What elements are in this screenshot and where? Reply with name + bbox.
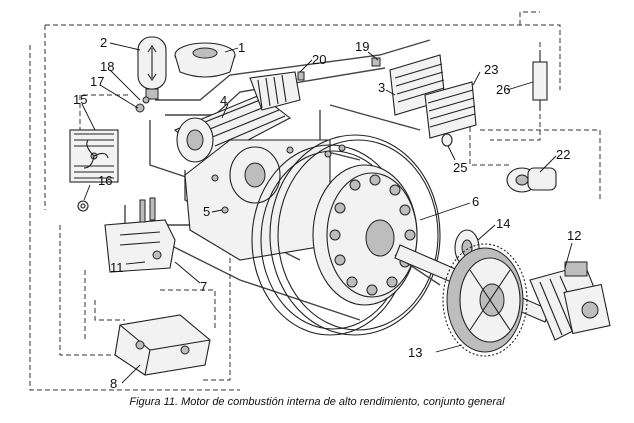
leader-lines [81, 42, 573, 384]
engine-block [184, 139, 331, 261]
sensor-ring [77, 200, 89, 212]
gear-wheel [442, 243, 528, 357]
callout-13: 13 [408, 345, 422, 360]
callout-18: 18 [100, 59, 114, 74]
fittings [135, 57, 381, 158]
callout-1: 1 [238, 40, 245, 55]
auxiliary-motor [173, 71, 301, 163]
control-box [114, 314, 211, 376]
turbo-unit [506, 167, 557, 193]
fuel-block [104, 197, 176, 273]
electric-motor [529, 261, 611, 341]
callout-2: 2 [100, 35, 107, 50]
callout-12: 12 [567, 228, 581, 243]
seal-ring [441, 133, 453, 147]
radiator-fan [69, 129, 119, 183]
callout-3: 3 [378, 80, 385, 95]
callout-15: 15 [73, 92, 87, 107]
callout-25: 25 [453, 160, 467, 175]
oil-cooler [424, 81, 477, 139]
callout-16: 16 [98, 173, 112, 188]
callout-23: 23 [484, 62, 498, 77]
callout-20: 20 [312, 52, 326, 67]
callout-14: 14 [496, 216, 510, 231]
callout-26: 26 [496, 82, 510, 97]
callout-8: 8 [110, 376, 117, 391]
callout-19: 19 [355, 39, 369, 54]
cylinder-head-disc [312, 164, 441, 306]
callout-4: 4 [220, 93, 227, 108]
callout-22: 22 [556, 147, 570, 162]
air-filter [174, 42, 236, 78]
dashed-circuits [29, 11, 601, 391]
figure-caption: Figura 11. Motor de combustión interna d… [129, 396, 505, 408]
callout-17: 17 [90, 74, 104, 89]
callout-5: 5 [203, 204, 210, 219]
expansion-tank [137, 36, 167, 100]
callout-labels: 1 2 3 4 5 6 7 8 11 12 13 14 15 16 17 18 … [73, 35, 581, 391]
callout-11: 11 [110, 260, 124, 275]
callout-7: 7 [200, 279, 207, 294]
fuse-unit [532, 50, 548, 110]
callout-6: 6 [472, 194, 479, 209]
